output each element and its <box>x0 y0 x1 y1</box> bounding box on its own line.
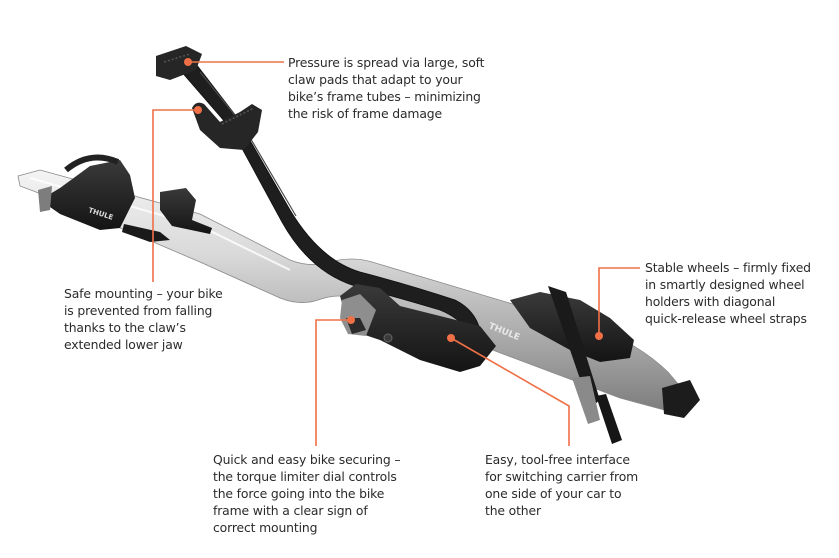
callout-line: Stable wheels – firmly fixed <box>645 260 811 275</box>
callout-line: thanks to the claw’s <box>64 320 186 335</box>
callout-line: Quick and easy bike securing – <box>213 452 401 467</box>
callout-line: Easy, tool-free interface <box>485 452 630 467</box>
front-wheel-holder: THULE <box>38 154 135 230</box>
callout-line: the risk of frame damage <box>288 106 442 121</box>
leader-stable-wheels <box>598 267 640 336</box>
callout-line: bike’s frame tubes – minimizing <box>288 89 481 104</box>
callout-line: in smartly designed wheel <box>645 277 805 292</box>
central-body: THULE <box>340 284 521 372</box>
callout-safe-mounting: Safe mounting – your bike is prevented f… <box>64 285 223 353</box>
callout-line: correct mounting <box>213 520 318 535</box>
callout-line: the torque limiter dial controls <box>213 469 397 484</box>
callout-line: Safe mounting – your bike <box>64 286 223 301</box>
callout-line: holders with diagonal <box>645 294 776 309</box>
callout-dots <box>184 58 603 342</box>
callout-claw-pads: Pressure is spread via large, soft claw … <box>288 54 485 122</box>
callout-line: frame with a clear sign of <box>213 503 368 518</box>
callout-line: Pressure is spread via large, soft <box>288 55 485 70</box>
callout-line: the other <box>485 503 541 518</box>
leader-tool-free <box>450 337 570 446</box>
leader-torque-limiter <box>315 319 351 446</box>
callout-torque-limiter: Quick and easy bike securing – the torqu… <box>213 451 401 536</box>
callout-tool-free-interface: Easy, tool-free interface for switching … <box>485 451 638 519</box>
rear-wheel-holder <box>510 286 634 444</box>
callout-line: quick-release wheel straps <box>645 311 807 326</box>
callout-line: is prevented from falling <box>64 303 213 318</box>
leader-safe-mounting <box>152 109 198 282</box>
callout-stable-wheels: Stable wheels – firmly fixed in smartly … <box>645 259 811 327</box>
rail-clamp <box>122 188 212 242</box>
callout-line: one side of your car to <box>485 486 622 501</box>
callout-leaders <box>152 61 640 446</box>
callout-line: the force going into the bike <box>213 486 385 501</box>
callout-line: extended lower jaw <box>64 337 183 352</box>
callout-line: for switching carrier from <box>485 469 639 484</box>
callout-line: claw pads that adapt to your <box>288 72 463 87</box>
